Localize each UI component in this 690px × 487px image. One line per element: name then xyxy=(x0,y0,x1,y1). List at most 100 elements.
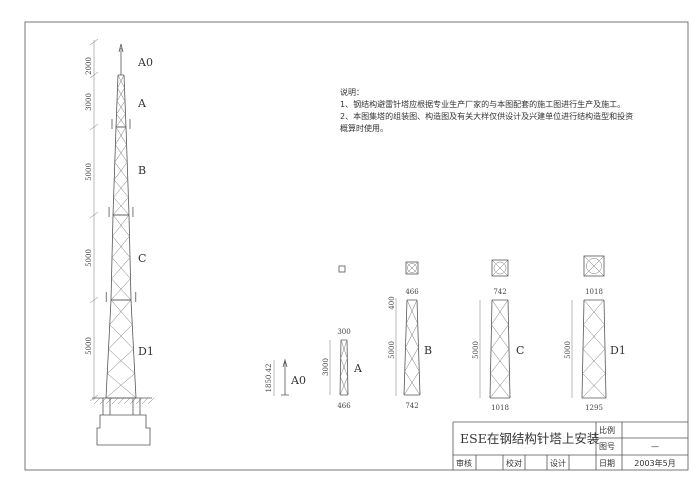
part-c-brace xyxy=(489,373,511,399)
section-c xyxy=(110,214,132,301)
a-height: 3000 xyxy=(322,358,330,376)
hatch-line xyxy=(141,397,149,405)
part-c-frame xyxy=(489,299,511,399)
drawing-title: ESE在钢结构针塔上安装 xyxy=(460,431,599,446)
d1-label: D1 xyxy=(610,344,626,357)
d1-top-width: 1018 xyxy=(585,288,603,296)
d1-bottom-width: 1295 xyxy=(585,404,603,412)
design-label: 设计 xyxy=(550,458,566,468)
part-a xyxy=(339,339,349,396)
d1-plan-diagonals xyxy=(583,255,605,277)
part-a-frame xyxy=(339,339,349,396)
section-a-brace xyxy=(115,113,127,128)
d1-plan-symbol xyxy=(583,255,605,277)
b-height: 5000 xyxy=(388,341,396,359)
note-line-1: 1、钢结构避雷针塔应根据专业生产厂家的与本图配套的施工图进行生产及施工。 xyxy=(340,99,625,109)
dim-a: 3000 xyxy=(85,93,93,111)
hatch-line xyxy=(147,397,155,405)
section-a-brace xyxy=(116,87,126,102)
b-label: B xyxy=(424,344,432,357)
section-d1-brace xyxy=(108,324,134,350)
c-plan-diagonals xyxy=(491,259,509,277)
section-c-brace xyxy=(111,236,131,258)
dim-tick xyxy=(89,38,99,46)
title-block: ESE在钢结构针塔上安装 比例 图号 — 审核 校对 设计 日期 2003年5月 xyxy=(452,421,688,470)
c-top-width: 742 xyxy=(493,288,506,296)
review-label: 审核 xyxy=(456,458,472,468)
section-a-brace xyxy=(116,100,126,115)
section-a xyxy=(115,74,127,128)
a0-mast xyxy=(281,358,289,396)
part-d1 xyxy=(581,299,607,399)
part-d1-brace xyxy=(582,324,606,350)
hatch-line xyxy=(123,397,131,405)
d1-plan-square xyxy=(583,255,605,277)
part-c-brace xyxy=(490,324,510,350)
label-c: C xyxy=(138,252,146,265)
section-b-brace xyxy=(113,179,129,198)
section-c-brace xyxy=(110,278,132,301)
hatch-line xyxy=(135,397,143,405)
dim-b: 5000 xyxy=(85,163,93,181)
dim-tick xyxy=(89,211,99,219)
section-d1-brace xyxy=(107,348,135,374)
tower-parts: 1850.42 A0 300 3000 A 466 466 400 5000 B… xyxy=(265,255,626,412)
hatch-line xyxy=(111,397,119,405)
section-c-brace xyxy=(112,214,130,237)
part-d1-brace xyxy=(581,373,607,399)
part-b-brace xyxy=(406,299,418,324)
dim-tick xyxy=(89,394,99,402)
section-a-frame xyxy=(115,74,127,128)
section-b xyxy=(112,126,130,216)
c-label: C xyxy=(516,344,524,357)
section-b-brace xyxy=(112,197,130,216)
hatch-line xyxy=(93,397,101,405)
c-plan-square xyxy=(491,259,509,277)
hatch-line xyxy=(105,397,113,405)
part-c-brace xyxy=(491,299,509,325)
section-c-brace xyxy=(111,257,131,279)
part-b-brace xyxy=(405,323,419,348)
scale-label: 比例 xyxy=(599,425,615,435)
b-plan-diagonals xyxy=(405,261,419,275)
part-d1-frame xyxy=(581,299,607,399)
drawing-no-label: 图号 xyxy=(599,442,615,451)
notes-heading: 说明： xyxy=(340,87,364,97)
part-d1-brace xyxy=(583,299,605,325)
notes: 说明： 1、钢结构避雷针塔应根据专业生产厂家的与本图配套的施工图进行生产及施工。… xyxy=(340,87,633,133)
lightning-rod xyxy=(118,43,124,75)
b-top-width: 466 xyxy=(405,288,419,296)
drawing-no-value: — xyxy=(651,442,659,451)
part-b-brace xyxy=(403,371,421,396)
part-b-brace xyxy=(404,347,420,372)
section-d1 xyxy=(105,299,137,399)
flange-joint xyxy=(105,292,137,302)
b-plan-square xyxy=(405,261,419,275)
part-b xyxy=(403,299,421,396)
part-c xyxy=(489,299,511,399)
a-bottom-width: 466 xyxy=(337,402,351,410)
section-c-frame xyxy=(110,214,132,301)
b-splice: 400 xyxy=(388,296,396,309)
a0-label: A0 xyxy=(290,374,306,387)
hatch-line xyxy=(117,397,125,405)
dim-a0: 2000 xyxy=(85,57,93,75)
section-b-brace xyxy=(113,162,129,180)
dim-tick xyxy=(89,71,99,79)
label-d1: D1 xyxy=(138,345,154,358)
part-d1-brace xyxy=(582,348,606,374)
c-height: 5000 xyxy=(472,341,480,359)
b-bottom-width: 742 xyxy=(405,402,418,410)
part-a-brace xyxy=(340,358,348,377)
section-b-frame xyxy=(112,126,130,216)
c-plan-circle xyxy=(493,261,507,275)
a-label: A xyxy=(353,362,363,375)
part-a-brace xyxy=(339,376,349,396)
drawing-frame xyxy=(24,21,689,471)
part-b-frame xyxy=(403,299,421,396)
b-plan-circle xyxy=(407,263,417,273)
a-top-width: 300 xyxy=(337,328,350,336)
section-a-brace xyxy=(117,74,125,89)
c-plan-symbol xyxy=(491,259,509,277)
